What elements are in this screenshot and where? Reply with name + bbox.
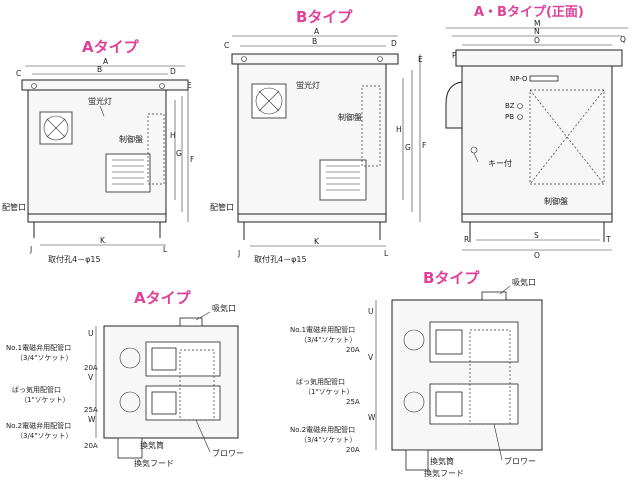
dim-b: B (97, 65, 102, 74)
label-bz: BZ (505, 102, 515, 110)
a-type-side-view: A B C D E 蛍光灯 制御盤 (2, 57, 194, 264)
label-conduit-port-b: 配管口 (210, 202, 234, 212)
label-fluorescent-a: 蛍光灯 (88, 96, 112, 106)
dim-d: D (170, 67, 176, 76)
dim-a: A (103, 57, 109, 66)
label-no1-valve-b: No.1電磁弁用配管口 (290, 325, 355, 334)
title-ab-front: A・Bタイプ(正面) (474, 5, 584, 20)
dim-k: K (100, 236, 106, 245)
label-aeration-socket-a: （1"ソケット） (20, 396, 70, 404)
title-b-type-side: Bタイプ (296, 8, 353, 26)
dim-o-bottom: O (534, 251, 540, 260)
label-no1-amp-a: 20A (84, 364, 98, 372)
dim-b-b: B (312, 37, 317, 46)
dim-f: F (190, 155, 194, 164)
label-blower-b: ブロワー (504, 456, 536, 466)
dim-h-b: H (396, 125, 402, 134)
a-type-plan-view: 吸気口 換気筒 換気フード ブロワー No.1電磁弁用配管口 （3/4"ソケット… (6, 303, 244, 468)
label-no1-amp-b: 20A (346, 346, 360, 354)
dim-n: N (534, 27, 540, 36)
label-no2-amp-b: 20A (346, 446, 360, 454)
dim-l: L (163, 245, 168, 254)
label-no2-socket-b: （3/4"ソケット） (300, 436, 357, 444)
label-exhaust-hood-a: 換気フード (134, 458, 174, 468)
label-aeration-b: ばっ気用配管口 (296, 377, 345, 386)
label-no2-socket-a: （3/4"ソケット） (16, 432, 73, 440)
label-no2-valve-b: No.2電磁弁用配管口 (290, 425, 355, 434)
label-no1-valve-a: No.1電磁弁用配管口 (6, 343, 71, 352)
dim-c: C (16, 69, 21, 78)
label-aeration-a: ばっ気用配管口 (12, 385, 61, 394)
dim-l-b: L (384, 249, 389, 258)
dim-d-b: D (391, 39, 397, 48)
label-mounting-hole-a: 取付孔4－φ15 (48, 254, 101, 264)
label-exhaust-vent-a: 換気筒 (140, 440, 164, 450)
dim-w-a: W (88, 415, 96, 424)
label-no1-socket-b: （3/4"ソケット） (300, 336, 357, 344)
label-no2-amp-a: 20A (84, 442, 98, 450)
label-intake-b: 吸気口 (512, 277, 536, 287)
dim-j: J (29, 245, 32, 254)
dim-t: T (605, 235, 611, 244)
label-exhaust-hood-b: 換気フード (424, 468, 464, 478)
label-aeration-socket-b: （1"ソケット） (304, 388, 354, 396)
dim-k-b: K (314, 237, 320, 246)
dim-g-b: G (405, 143, 411, 152)
label-fluorescent-b: 蛍光灯 (296, 80, 320, 90)
dim-v-a: V (88, 373, 94, 382)
label-conduit-port-a: 配管口 (2, 202, 26, 212)
dim-j-b: J (237, 249, 240, 258)
label-pb: PB (505, 113, 514, 121)
label-mounting-hole-b: 取付孔4－φ15 (254, 254, 307, 264)
b-type-side-view: A B C D E 蛍光灯 制御盤 F G H K J (210, 27, 426, 264)
dim-s: S (534, 231, 539, 240)
dim-f-b: F (422, 141, 426, 150)
dim-e: E (187, 81, 192, 90)
dim-q: Q (620, 35, 626, 44)
dim-r: R (464, 235, 469, 244)
label-aeration-amp-b: 25A (346, 398, 360, 406)
title-a-type-plan: Aタイプ (134, 289, 192, 307)
label-exhaust-vent-b: 換気筒 (430, 456, 454, 466)
b-type-plan-view: 吸気口 換気筒 換気フード ブロワー No.1電磁弁用配管口 （3/4"ソケット… (290, 277, 543, 478)
label-aeration-amp-a: 25A (84, 406, 98, 414)
label-intake-a: 吸気口 (212, 303, 236, 313)
dim-u-b: U (368, 307, 374, 316)
label-no1-socket-a: （3/4"ソケット） (16, 354, 73, 362)
label-blower-a: ブロワー (212, 448, 244, 458)
dim-w-b: W (368, 413, 376, 422)
dim-e-b: E (418, 55, 423, 64)
dim-p: P (452, 51, 457, 60)
dim-o-top: O (534, 36, 540, 45)
title-a-type-side: Aタイプ (82, 38, 140, 56)
dim-c-b: C (224, 41, 229, 50)
dim-a-b: A (314, 27, 320, 36)
label-control-panel-b: 制御盤 (338, 112, 362, 122)
label-control-panel-front: 制御盤 (544, 196, 568, 206)
ab-front-view: M N O P Q NP-O BZ PB キー付 制御盤 S O R T (445, 19, 628, 260)
label-control-panel-a: 制御盤 (119, 134, 143, 144)
dim-v-b: V (368, 353, 374, 362)
dim-m: M (534, 19, 540, 28)
label-no2-valve-a: No.2電磁弁用配管口 (6, 421, 71, 430)
dim-g: G (176, 149, 182, 158)
label-with-key: キー付 (488, 158, 512, 168)
dim-h: H (170, 131, 176, 140)
title-b-type-plan: Bタイプ (423, 269, 480, 287)
label-np-o: NP-O (510, 75, 528, 83)
dim-u-a: U (88, 329, 94, 338)
